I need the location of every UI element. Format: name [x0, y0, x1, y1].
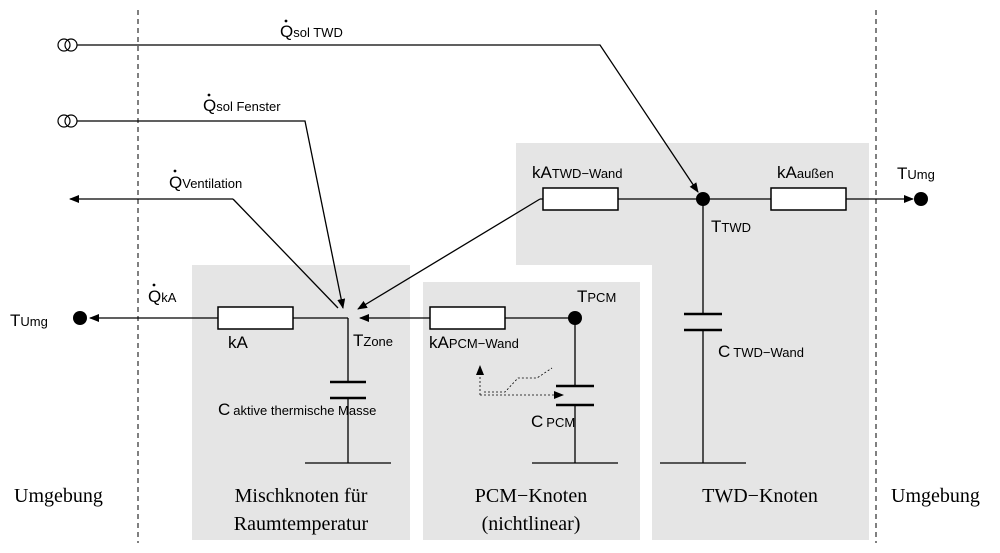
q-ventilation-branch — [232, 198, 339, 309]
twd-node-region — [516, 143, 869, 540]
ka-aussen-label: kAaußen — [777, 163, 834, 182]
current-source-twd — [57, 38, 78, 52]
q-sol-twd-label: Qsol TWD — [280, 22, 343, 41]
t-umg-left-label: TUmg — [10, 311, 48, 330]
q-ka-label: QkA — [148, 287, 177, 306]
t-zone-label: TZone — [353, 331, 393, 350]
ka-pcm-wand-resistor — [429, 306, 506, 330]
q-ventilation-label: QVentilation — [169, 173, 242, 192]
q-ventilation-dot — [173, 169, 177, 173]
t-umg-right-label: TUmg — [897, 164, 935, 183]
q-ka-dot — [152, 283, 156, 287]
pcm-region-label-2: (nichtlinear) — [482, 513, 581, 535]
ka-resistor — [217, 306, 294, 330]
q-sol-fenster-label: Qsol Fenster — [203, 96, 281, 115]
q-sol-fenster-dot — [207, 93, 211, 97]
nonlinear-indicator-icon — [476, 365, 564, 399]
t-umg-left-node — [73, 311, 87, 325]
ka-pcm-wand-label: kAPCM−Wand — [429, 333, 519, 352]
mix-region-label-2: Raumtemperatur — [234, 513, 369, 535]
twd-region-label: TWD−Knoten — [702, 485, 818, 507]
ka-twd-wand-label: kATWD−Wand — [532, 163, 623, 182]
q-sol-fenster-wire — [77, 120, 346, 309]
ka-twd-wand-resistor — [542, 187, 619, 211]
t-pcm-label: TPCM — [577, 287, 616, 306]
ka-aussen-resistor — [770, 187, 847, 211]
right-env-label: Umgebung — [891, 485, 980, 507]
q-sol-twd-wire — [77, 44, 699, 193]
q-sol-twd-dot — [284, 19, 288, 23]
t-umg-right-node — [914, 192, 928, 206]
left-env-label: Umgebung — [14, 485, 103, 507]
t-twd-label: TTWD — [711, 217, 751, 236]
mix-region-label-1: Mischknoten für — [235, 485, 368, 507]
current-source-fenster — [57, 114, 78, 128]
ka-label: kA — [228, 333, 249, 352]
twd-wand-wire-diag — [357, 198, 541, 310]
pcm-region-label-1: PCM−Knoten — [475, 485, 587, 507]
